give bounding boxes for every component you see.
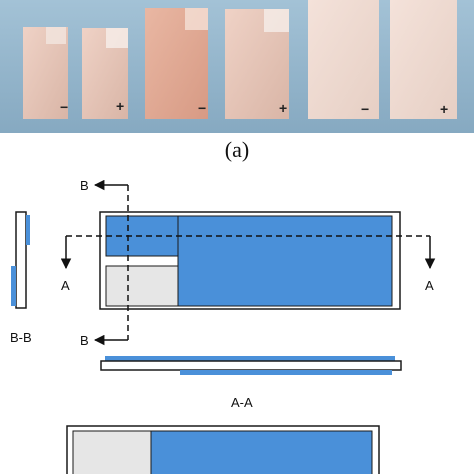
strip-sign-3: − bbox=[198, 100, 206, 116]
side-view-bb bbox=[11, 211, 30, 309]
strip-sign-1: − bbox=[60, 99, 68, 115]
section-line-aa bbox=[60, 235, 436, 270]
electrode-strip-2 bbox=[82, 28, 128, 119]
aa-top-layer bbox=[105, 356, 395, 361]
electrode-strip-4 bbox=[225, 9, 289, 119]
strip-sign-4: + bbox=[279, 100, 287, 116]
bb-bottom-layer bbox=[11, 266, 16, 306]
bb-top-layer bbox=[26, 215, 30, 245]
aa-substrate bbox=[100, 360, 402, 371]
cross-section-aa bbox=[100, 356, 402, 375]
strip-sign-2: + bbox=[116, 98, 124, 114]
figure-caption: (a) bbox=[224, 137, 250, 162]
section-label-b-top: B bbox=[80, 178, 89, 193]
section-label-a-left: A bbox=[61, 278, 70, 293]
bb-substrate bbox=[15, 211, 27, 309]
section-label-a-right: A bbox=[425, 278, 434, 293]
strip-sign-5: − bbox=[361, 101, 369, 117]
view-label-aa: A-A bbox=[231, 395, 253, 410]
section-label-b-bottom: B bbox=[80, 333, 89, 348]
electrode-strip-5 bbox=[308, 0, 379, 119]
electrode-strip-1 bbox=[23, 27, 68, 119]
view-label-bb: B-B bbox=[10, 330, 32, 345]
plan-electrode bbox=[177, 215, 393, 307]
section-line-bb bbox=[93, 179, 129, 346]
strip-sign-6: + bbox=[440, 101, 448, 117]
bottom-electrode bbox=[150, 430, 373, 474]
bottom-plan-view bbox=[66, 425, 380, 474]
aa-bottom-layer bbox=[180, 370, 392, 375]
electrode-strip-3 bbox=[145, 8, 208, 119]
electrode-schematic: B-B A A B B A-A bbox=[10, 178, 436, 474]
bottom-separator bbox=[72, 430, 152, 474]
electrode-strip-6 bbox=[390, 0, 457, 119]
plan-separator bbox=[105, 265, 181, 307]
electrode-photo: − + − + − + bbox=[0, 0, 474, 133]
plan-view bbox=[99, 211, 401, 310]
